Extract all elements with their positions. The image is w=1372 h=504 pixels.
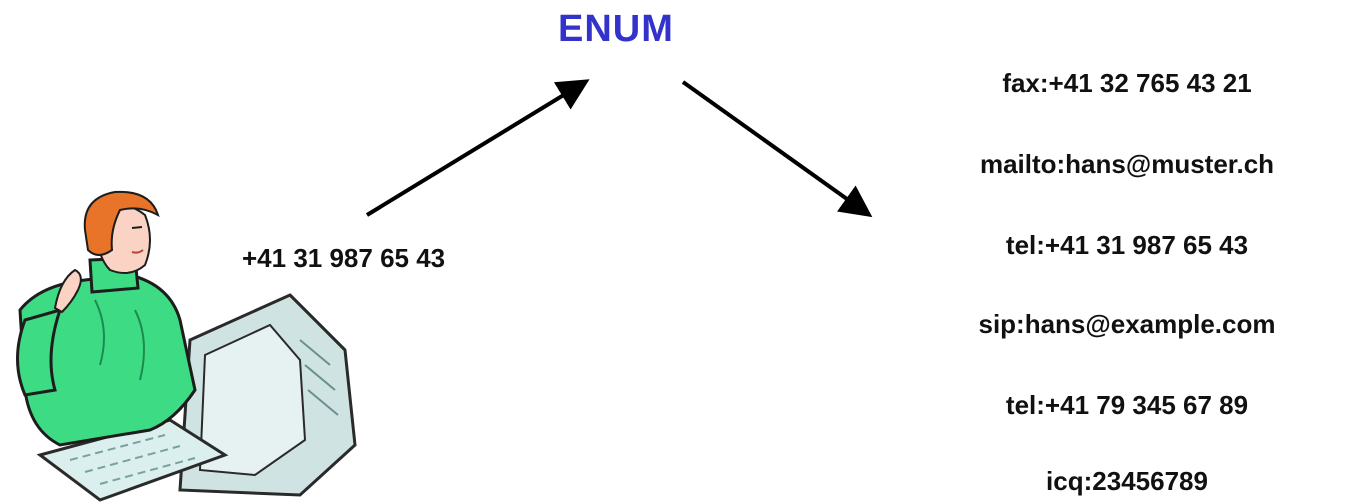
uri-item: icq:23456789	[1046, 466, 1208, 496]
uri-item: tel:+41 79 345 67 89	[1005, 390, 1249, 420]
uri-item: tel:+41 31 987 65 43	[1005, 230, 1249, 260]
person-at-computer-icon	[16, 190, 357, 502]
uri-item: fax:+41 32 765 43 21	[1002, 68, 1252, 98]
uri-item: mailto:hans@muster.ch	[979, 149, 1275, 179]
uri-item: sip:hans@example.com	[978, 309, 1276, 339]
diagram-title: ENUM	[558, 8, 674, 50]
dialed-phone-number: +41 31 987 65 43	[242, 243, 446, 273]
arrow-from-enum	[681, 80, 873, 218]
arrow-to-enum	[365, 79, 590, 217]
